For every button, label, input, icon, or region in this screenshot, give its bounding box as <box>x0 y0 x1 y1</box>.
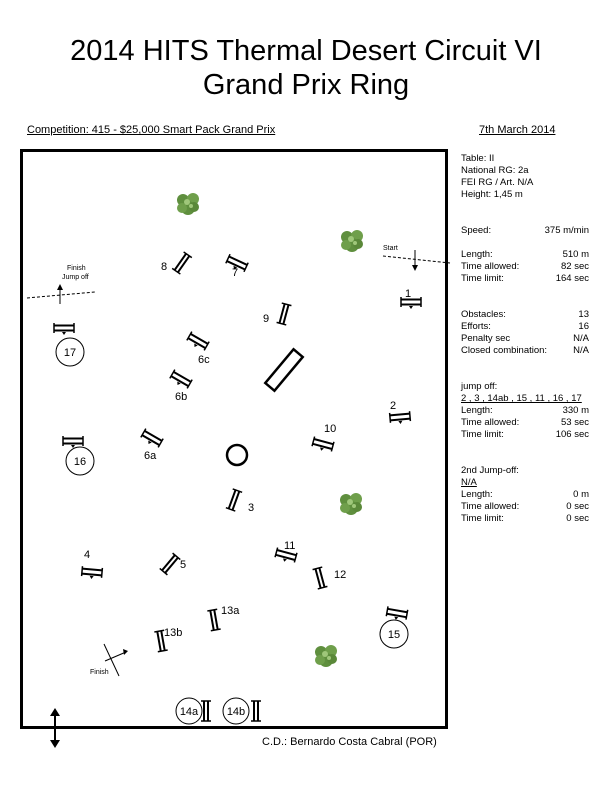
obstacle-8-fence <box>171 250 193 276</box>
finish-jumpoff-label-line1: Finish <box>67 265 86 272</box>
spec-national-rg: National RG: 2a <box>461 165 529 176</box>
jump-off-2-time-allowed-value: 0 sec <box>566 501 589 512</box>
obstacle-3-fence <box>224 487 244 513</box>
obstacle-label-11: 11 <box>284 540 295 552</box>
page-title-line1: 2014 HITS Thermal Desert Circuit VI <box>70 35 542 67</box>
tree-icon <box>340 493 362 515</box>
jump-off-2-heading: 2nd Jump-off: <box>461 465 519 476</box>
page-title-line2: Grand Prix Ring <box>202 69 410 101</box>
obstacle-label-3: 3 <box>248 502 254 514</box>
jump-off-time-limit-value: 106 sec <box>555 429 589 440</box>
north-arrow-icon <box>40 708 70 748</box>
obstacle-12-fence <box>311 566 329 590</box>
jump-off-length-value: 330 m <box>562 405 589 416</box>
jump-off-2-panel: 2nd Jump-off: N/A Length:0 m Time allowe… <box>461 465 589 524</box>
finish-label: Finish <box>90 669 109 676</box>
tree-icon <box>341 230 363 252</box>
finish-line <box>103 643 120 677</box>
efforts-value: 16 <box>578 321 589 332</box>
obstacle-6c-fence <box>184 330 211 354</box>
ring-obstacle <box>225 443 249 467</box>
jump-off-sequence: 2 , 3 , 14ab , 15 , 11 , 16 , 17 <box>461 393 582 404</box>
obstacle-6b-fence <box>167 368 194 392</box>
length-value: 510 m <box>562 249 589 260</box>
jump-off-heading: jump off: <box>461 381 498 392</box>
spec-fei-rg: FEI RG / Art. N/A <box>461 177 534 188</box>
obstacle-label-1: 1 <box>405 288 411 300</box>
obstacle-label-2: 2 <box>390 400 396 412</box>
obstacle-4-fence <box>80 565 104 581</box>
jump-off-2-value: N/A <box>461 477 477 488</box>
spec-panel: Table: II National RG: 2a FEI RG / Art. … <box>461 153 589 201</box>
obstacle-label-7: 7 <box>232 267 238 279</box>
finish-jumpoff-line <box>26 291 96 299</box>
obstacle-label-10: 10 <box>324 423 336 435</box>
wall-obstacle <box>263 347 305 393</box>
finish-arrow-icon <box>104 651 127 662</box>
jumpoff-label-14a: 14a <box>180 706 199 718</box>
obstacle-10-fence <box>310 435 335 455</box>
course-designer: C.D.: Bernardo Costa Cabral (POR) <box>262 736 437 748</box>
obstacle-13a-fence <box>206 608 222 632</box>
competition-label: Competition: 415 - $25,000 Smart Pack Gr… <box>27 124 276 136</box>
jumpoff-label-15: 15 <box>388 629 400 641</box>
obstacle-label-5: 5 <box>180 559 186 571</box>
obstacle-label-6b: 6b <box>175 391 187 403</box>
speed-value: 375 m/min <box>544 225 589 236</box>
date-label: 7th March 2014 <box>479 124 556 136</box>
spec-speed-panel: Speed:375 m/min <box>461 225 589 236</box>
obstacle-15-fence <box>384 605 409 623</box>
time-allowed-value: 82 sec <box>561 261 589 272</box>
arena-boundary <box>20 149 448 729</box>
spec-table: Table: II <box>461 153 495 164</box>
obstacle-label-6a: 6a <box>144 450 157 462</box>
obstacle-2-fence <box>388 410 412 426</box>
tree-icon <box>177 193 199 215</box>
start-label: Start <box>383 245 398 252</box>
spec-height: Height: 1,45 m <box>461 189 523 200</box>
obstacle-label-13a: 13a <box>221 605 240 617</box>
tree-icon <box>315 645 337 667</box>
obstacles-value: 13 <box>578 309 589 320</box>
jump-off-panel: jump off: 2 , 3 , 14ab , 15 , 11 , 16 , … <box>461 381 589 440</box>
obstacle-label-4: 4 <box>84 549 90 561</box>
obstacle-5-fence <box>158 552 182 576</box>
jumpoff-label-14b: 14b <box>227 706 245 718</box>
finish-jumpoff-label-line2: Jump off <box>62 274 89 281</box>
jumpoff-label-17: 17 <box>64 347 76 359</box>
jumpoff-label-16: 16 <box>74 456 86 468</box>
start-line <box>382 255 451 264</box>
penalty-value: N/A <box>573 333 589 344</box>
obstacle-9-fence <box>275 302 293 326</box>
obstacle-6a-fence <box>138 427 165 451</box>
jump-off-2-time-limit-value: 0 sec <box>566 513 589 524</box>
jump-off-time-allowed-value: 53 sec <box>561 417 589 428</box>
obstacle-label-12: 12 <box>334 569 346 581</box>
obstacle-17-fence <box>53 322 75 336</box>
jump-off-2-length-value: 0 m <box>573 489 589 500</box>
obstacle-label-13b: 13b <box>164 627 182 639</box>
obstacle-14b-fence <box>250 700 262 722</box>
obstacle-label-8: 8 <box>161 261 167 273</box>
obstacle-label-9: 9 <box>263 313 269 325</box>
obstacle-label-6c: 6c <box>198 354 210 366</box>
obstacle-16-fence <box>62 435 84 449</box>
spec-round-panel: Length:510 m Time allowed:82 sec Time li… <box>461 249 589 284</box>
closed-combination-value: N/A <box>573 345 589 356</box>
time-limit-value: 164 sec <box>555 273 589 284</box>
